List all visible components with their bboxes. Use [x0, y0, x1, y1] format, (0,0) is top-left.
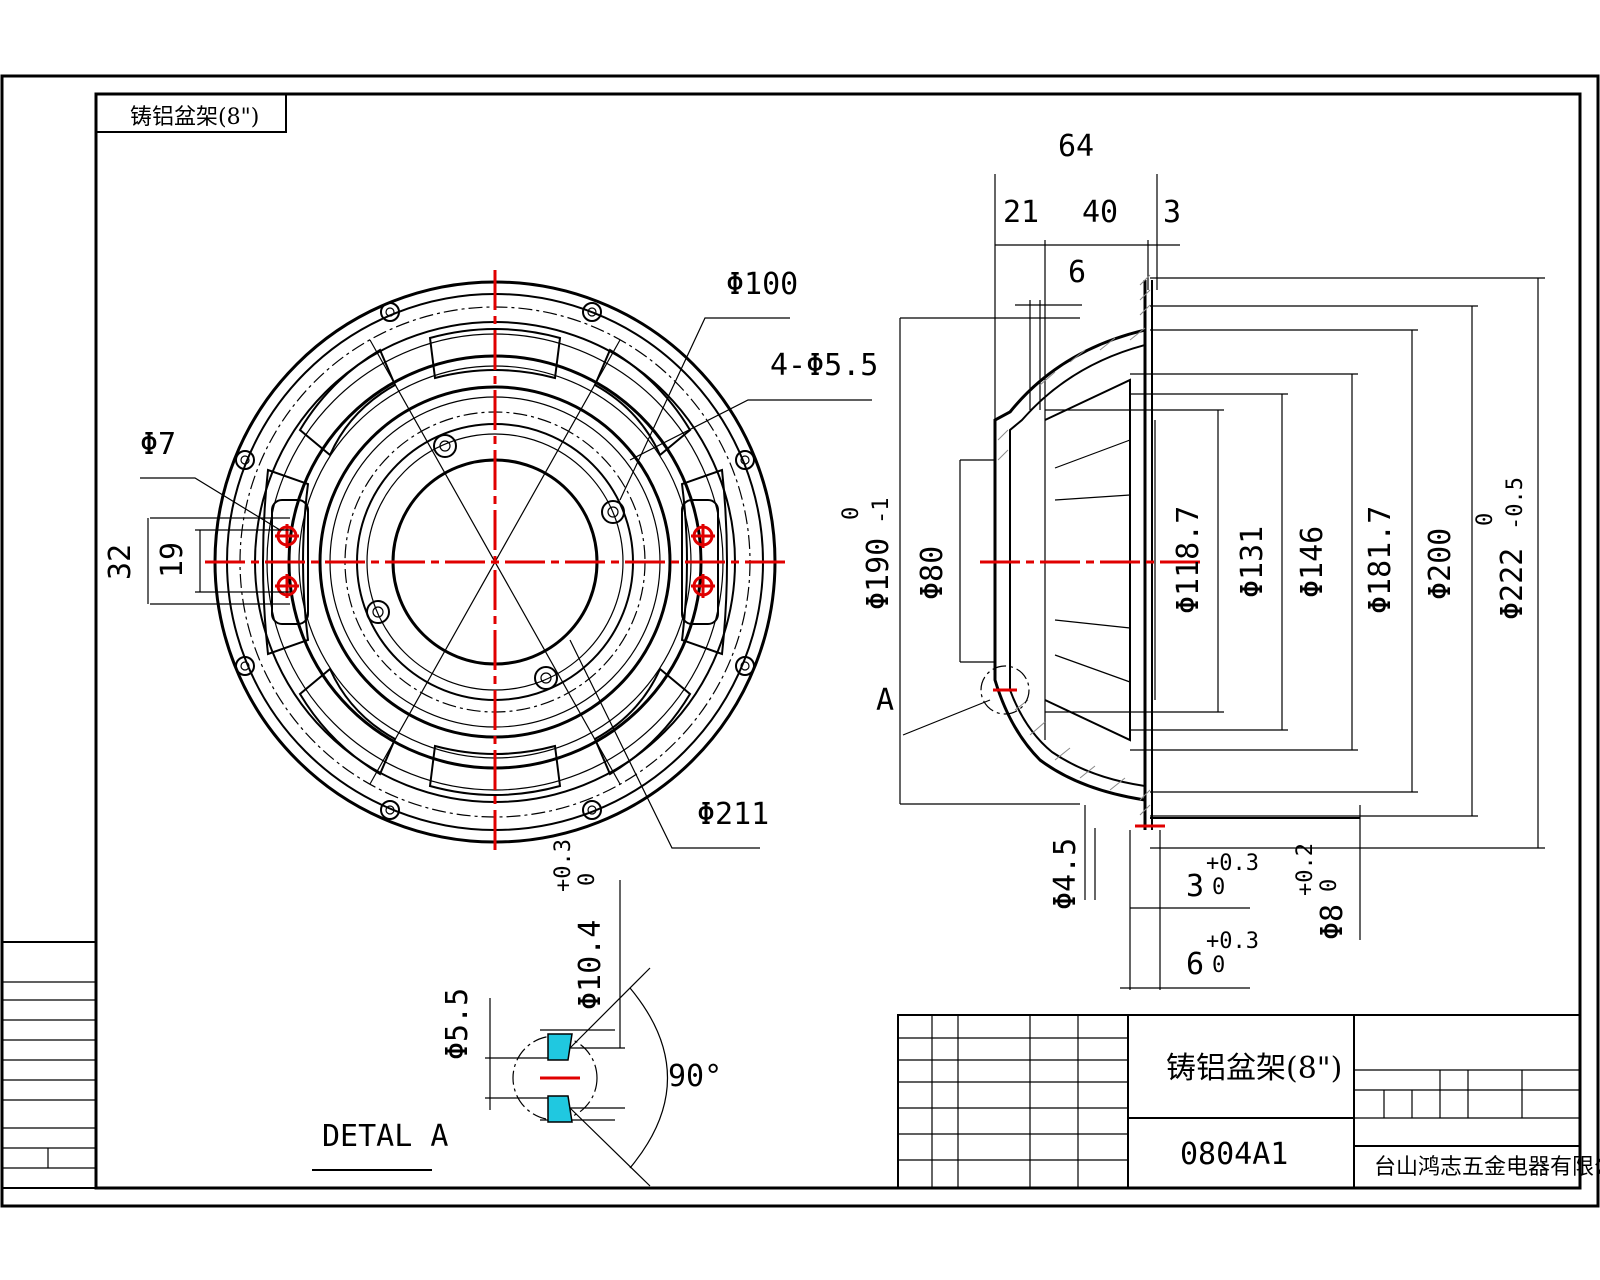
front-view	[140, 270, 872, 850]
dim-phi-190: Φ190	[861, 538, 896, 610]
detail-a	[312, 880, 668, 1187]
dim-phi-181: Φ181.7	[1363, 506, 1398, 614]
dim-40: 40	[1082, 195, 1118, 230]
title-tag: 铸铝盆架(8")	[95, 93, 287, 133]
dim-phi-10-4-tol-low: 0	[575, 873, 600, 886]
dim-phi-222: Φ222	[1495, 548, 1530, 620]
dim-6-tol-low: 0	[1212, 953, 1225, 978]
dim-phi-118: Φ118.7	[1171, 506, 1206, 614]
dim-3-tol-low: 0	[1212, 875, 1225, 900]
left-margin-table	[1, 941, 97, 1189]
dim-phi-222-tol-low: -0.5	[1503, 477, 1528, 530]
dim-6: 6	[1068, 255, 1086, 290]
dim-phi-222-group: Φ222 0 -0.5	[1473, 477, 1530, 620]
dim-phi-190-tol-up: 0	[839, 507, 864, 520]
mount-holes	[235, 302, 755, 820]
dim-phi-146: Φ146	[1295, 526, 1330, 598]
dim-phi-190-group: Φ190 0 -1	[839, 498, 896, 611]
dim-phi-8-group: Φ8 +0.2 0	[1293, 843, 1350, 940]
title-block-part-number: 0804A1	[1180, 1137, 1288, 1172]
title-tag-text: 铸铝盆架(8")	[130, 105, 259, 130]
dim-phi-4-5: Φ4.5	[1048, 838, 1083, 910]
dim-3-tol-up: +0.3	[1206, 851, 1259, 876]
title-block-company: 台山鸿志五金电器有限公司	[1374, 1155, 1600, 1180]
dim-64: 64	[1058, 129, 1094, 164]
inner-holes	[366, 434, 625, 690]
dim-holes: 4-Φ5.5	[770, 348, 878, 383]
dim-phi-10-4-group: Φ10.4 +0.3 0	[551, 839, 608, 1010]
dim-6-tol-up: +0.3	[1206, 929, 1259, 954]
dim-21: 21	[1003, 195, 1039, 230]
dim-phi-8-tol-low: 0	[1317, 879, 1342, 892]
dim-32: 32	[103, 544, 138, 580]
dim-phi-7: Φ7	[140, 427, 176, 462]
dim-phi-131: Φ131	[1235, 526, 1270, 598]
dim-3: 3	[1163, 195, 1181, 230]
dim-19: 19	[155, 542, 190, 578]
dim-6-tol: 6	[1186, 947, 1204, 982]
dim-phi-211: Φ211	[697, 797, 769, 832]
dim-phi-190-tol-low: -1	[869, 498, 894, 525]
dim-phi-80: Φ80	[915, 546, 950, 600]
spoke-windows	[262, 328, 728, 796]
dim-phi-10-4-tol-up: +0.3	[551, 839, 576, 892]
dim-phi-200: Φ200	[1423, 528, 1458, 600]
angle-90: 90°	[668, 1059, 722, 1094]
section-hatch	[997, 274, 1151, 816]
dim-phi-10-4: Φ10.4	[573, 920, 608, 1010]
label-a: A	[876, 683, 894, 718]
detail-title: DETAL A	[322, 1119, 448, 1154]
dim-phi-100: Φ100	[726, 267, 798, 302]
title-block	[897, 1014, 1581, 1189]
title-block-part-name: 铸铝盆架(8")	[1166, 1051, 1342, 1086]
outer-frame	[0, 74, 1600, 1208]
inner-frame	[94, 92, 1582, 1190]
dim-3-tol: 3	[1186, 869, 1204, 904]
side-view	[899, 174, 1545, 990]
dim-phi-5-5: Φ5.5	[440, 988, 475, 1060]
dim-phi-222-tol-up: 0	[1473, 513, 1498, 526]
dim-phi-8-tol-up: +0.2	[1293, 843, 1318, 896]
dim-phi-8: Φ8	[1315, 904, 1350, 940]
